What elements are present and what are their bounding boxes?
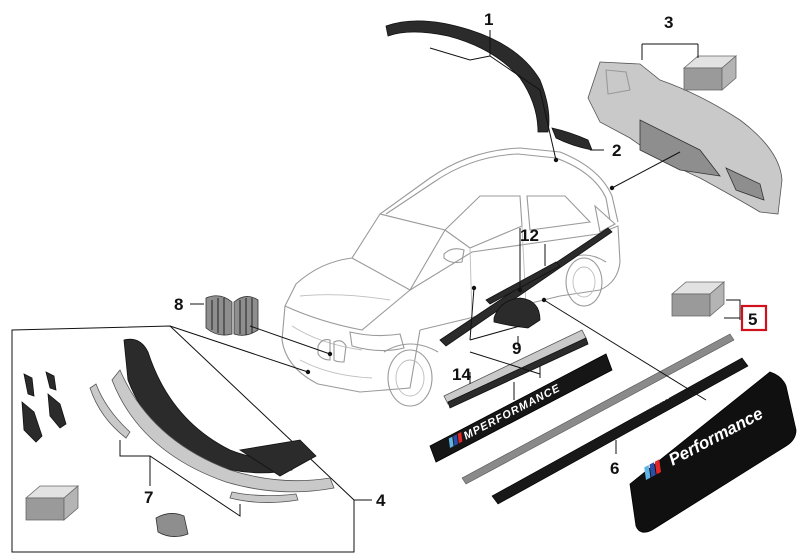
kit-box-icon — [670, 281, 726, 317]
front-kit-panel — [11, 325, 355, 553]
trim-strip-part — [229, 491, 299, 503]
callout-3: 3 — [664, 13, 673, 32]
rear-diffuser-part — [587, 61, 783, 215]
m-stripes-icon — [448, 432, 463, 448]
roof-spoiler-part — [385, 20, 550, 133]
side-stripe-part — [461, 333, 735, 485]
kit-box-icon — [682, 55, 738, 91]
m-stripes-icon — [644, 459, 662, 480]
lower-grille-part — [155, 513, 189, 537]
side-trim-part — [439, 227, 613, 347]
front-splitter-part — [111, 338, 335, 493]
callout-12: 12 — [520, 226, 539, 245]
callout-8: 8 — [174, 295, 183, 314]
kidney-grille-part — [205, 295, 259, 336]
callout-4: 4 — [376, 491, 386, 510]
callout-14: 14 — [452, 365, 471, 384]
callout-9: 9 — [512, 339, 521, 358]
side-trim-part — [485, 261, 561, 305]
trim-strip-part — [89, 383, 131, 439]
performance-decal-part: Performance — [629, 371, 797, 533]
highlight-box — [740, 304, 768, 332]
car-outline — [281, 147, 621, 407]
spoiler-end-part — [551, 127, 593, 151]
canard-part — [23, 373, 35, 397]
kit-box-icon — [24, 485, 80, 521]
mirror-cap-part — [493, 297, 541, 329]
sill-plate-part — [443, 329, 589, 409]
canard-part — [45, 371, 57, 391]
callout-1: 1 — [484, 10, 493, 29]
callout-6: 6 — [610, 459, 619, 478]
leader-lines — [119, 30, 741, 517]
canard-part — [47, 393, 67, 429]
callout-5: 5 — [748, 310, 757, 329]
callout-7: 7 — [144, 488, 153, 507]
canard-part — [21, 401, 43, 443]
callout-2: 2 — [612, 141, 621, 160]
